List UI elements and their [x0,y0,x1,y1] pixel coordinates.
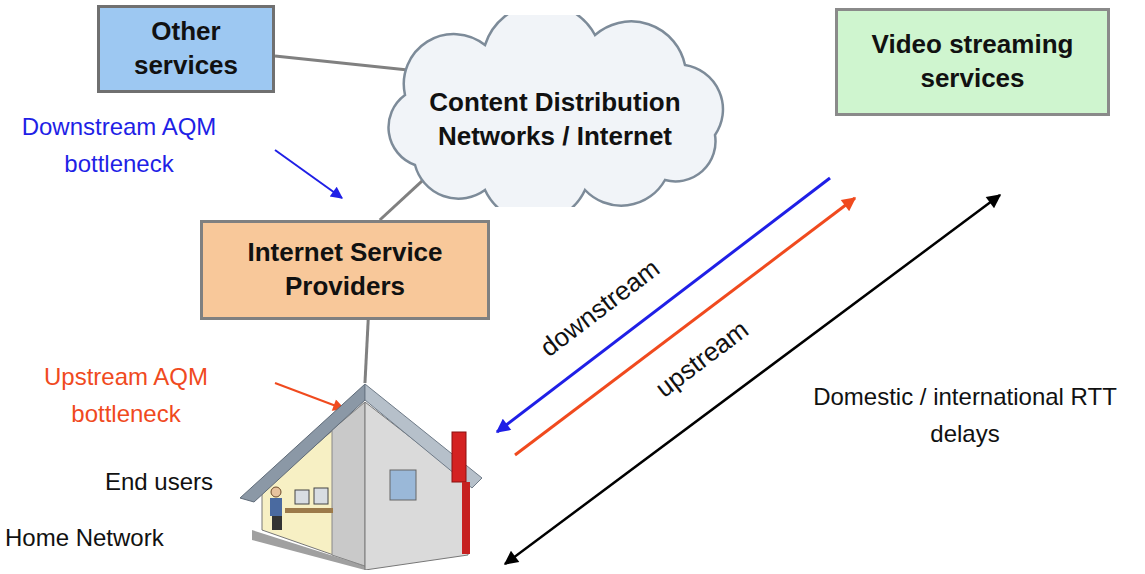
node-title: Video streaming services [847,28,1098,96]
connector [505,195,1000,564]
house-illustration [240,380,485,570]
service-box: Other services [97,5,275,93]
text-group: Content Distribution Networks / Internet [405,68,705,154]
connector [365,320,368,383]
text-group: Internet Service Providers [214,236,476,304]
monitor [314,488,328,504]
cloud-shape [389,15,723,207]
connector [497,178,830,432]
delay-label: Domestic / international RTT delays [790,378,1140,452]
connector [380,180,423,220]
desk [285,508,333,513]
bottleneck-label: Downstream AQM bottleneck [3,108,235,182]
home-network: End usersHome Network [240,380,485,570]
chimney [452,432,466,482]
connector [515,198,855,455]
network-cloud: Content Distribution Networks / Internet [355,15,755,207]
provider-box: Internet Service Providers [200,220,490,320]
bottleneck-label: Upstream AQM bottleneck [20,358,232,432]
connector [275,56,415,71]
text-group: Other services [107,15,265,83]
monitor [295,490,309,504]
node-title: Content Distribution Networks / Internet [405,86,705,154]
node-title: Other services [107,15,265,83]
person-head [271,487,281,497]
text-group: Video streaming services [847,28,1098,96]
person-body [270,498,282,516]
person-legs [272,516,282,530]
house-inner-wall [332,402,365,566]
leader-arrow [275,383,344,409]
house-back-wall [262,402,365,566]
leader-arrow [275,150,342,198]
service-box: Video streaming services [835,8,1110,116]
red-wall-edge [462,482,470,554]
edge-label: downstream [532,251,668,365]
home-label: End users [105,466,213,497]
window [390,470,416,500]
node-title: Internet Service Providers [214,236,476,304]
home-label: Home Network [5,522,164,553]
roof-right [365,384,482,488]
edge-label: upstream [647,312,757,406]
roof-left [240,384,365,502]
